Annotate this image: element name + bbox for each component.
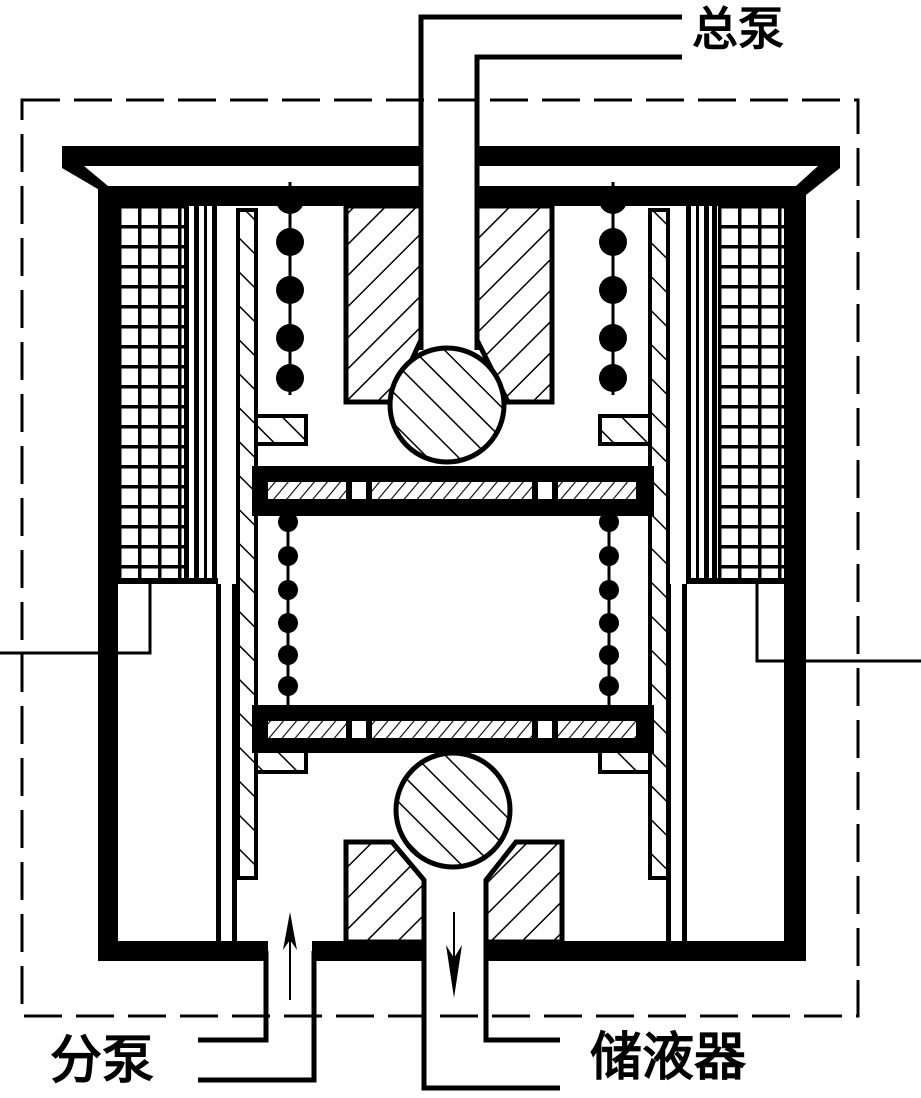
inlet-valve-seat bbox=[343, 203, 555, 405]
solenoid-coil-right bbox=[686, 205, 784, 584]
wheel-cylinder-pipe bbox=[198, 951, 317, 1083]
auxiliary-spring-left bbox=[278, 512, 298, 706]
outlet-valve-seat bbox=[343, 839, 565, 945]
inlet-ball-valve bbox=[387, 345, 507, 465]
label-wheel-cylinder: 分泵 bbox=[50, 1030, 155, 1091]
armature-chamber bbox=[254, 410, 652, 468]
armature-plate-upper bbox=[252, 466, 654, 516]
main-spring-left bbox=[276, 182, 304, 395]
auxiliary-spring-right bbox=[599, 512, 619, 706]
boundary-dashed-outline bbox=[20, 98, 860, 1018]
main-spring-right bbox=[599, 182, 627, 395]
armature-sleeve-right bbox=[648, 208, 670, 880]
outlet-ball-valve bbox=[393, 750, 513, 870]
armature-sleeve-left bbox=[236, 208, 258, 880]
armature-plate-lower bbox=[252, 705, 654, 753]
middle-chamber-walls bbox=[254, 516, 652, 706]
label-master-cylinder: 总泵 bbox=[692, 2, 784, 56]
label-reservoir: 储液器 bbox=[590, 1027, 747, 1088]
reservoir-flow-arrow-down-icon bbox=[446, 912, 462, 998]
electrical-leads bbox=[0, 584, 921, 663]
wheel-cylinder-flow-arrow-up-icon bbox=[283, 912, 297, 1000]
reservoir-pipe bbox=[421, 942, 560, 1091]
housing-body bbox=[98, 186, 806, 961]
solenoid-coil-left bbox=[118, 205, 218, 584]
